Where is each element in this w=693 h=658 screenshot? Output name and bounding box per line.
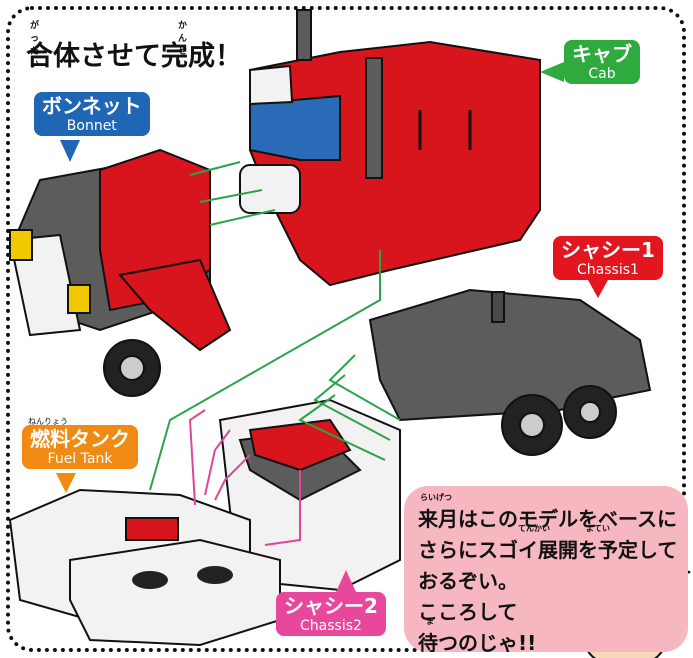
label-bonnet-en: Bonnet <box>66 118 117 134</box>
note-ruby-tenkai: てんかい <box>518 524 550 533</box>
label-chassis1-jp: シャシー1 <box>561 238 655 262</box>
professor-note: らいげつ てんかい よてい ま 来月はこのモデルをベースに さらにスゴイ展開を予… <box>404 486 688 652</box>
label-chassis2: シャシー2 Chassis2 <box>276 592 386 636</box>
note-ruby-ma: ま <box>426 617 434 626</box>
label-fuel-tank: ねんりょう 燃料タンク Fuel Tank <box>22 417 138 469</box>
note-line-2: さらにスゴイ展開を予定して <box>418 538 678 562</box>
note-line-5: 待つのじゃ!! <box>418 631 537 652</box>
bonnet-part <box>8 148 232 397</box>
note-ruby-yotei: よてい <box>586 524 610 533</box>
label-fuel-tank-pointer <box>56 473 76 493</box>
label-fuel-tank-jp: 燃料タンク <box>30 427 130 451</box>
fuel-tank-part <box>8 488 281 647</box>
label-cab-en: Cab <box>588 66 616 82</box>
label-chassis1: シャシー1 Chassis1 <box>553 236 663 280</box>
note-text: 来月はこのモデルをベースに さらにスゴイ展開を予定して おるぞい。 こころして … <box>418 504 677 652</box>
green-arrows <box>149 161 401 491</box>
note-line-3: おるぞい。 <box>418 569 518 593</box>
label-cab-pointer <box>540 62 564 82</box>
label-cab: キャブ Cab <box>564 40 640 84</box>
label-bonnet-jp: ボンネット <box>42 94 142 118</box>
label-fuel-tank-ruby: ねんりょう <box>28 417 68 426</box>
note-line-4: こころして <box>418 600 518 624</box>
label-chassis2-en: Chassis2 <box>300 618 362 634</box>
note-line-1: 来月はこのモデルをベースに <box>418 507 677 531</box>
title-text: 合体させて完成！ <box>26 41 242 72</box>
label-cab-jp: キャブ <box>572 42 632 66</box>
label-chassis1-pointer <box>588 280 608 298</box>
label-bonnet-pointer <box>60 140 80 162</box>
chassis1-part <box>368 288 652 456</box>
label-fuel-tank-en: Fuel Tank <box>47 451 113 467</box>
note-ruby-raigetsu: らいげつ <box>420 493 452 502</box>
title-ruby-gattai: がったい <box>30 21 40 70</box>
label-chassis2-pointer <box>336 570 356 592</box>
dotted-frame <box>6 6 686 652</box>
label-chassis2-jp: シャシー2 <box>284 594 378 618</box>
chassis2-part <box>218 398 401 592</box>
cab-part <box>239 9 541 287</box>
label-bonnet: ボンネット Bonnet <box>34 92 150 136</box>
pink-arrows <box>188 409 301 546</box>
title-ruby-kansei: かんせい <box>178 21 188 70</box>
label-chassis1-en: Chassis1 <box>577 262 639 278</box>
